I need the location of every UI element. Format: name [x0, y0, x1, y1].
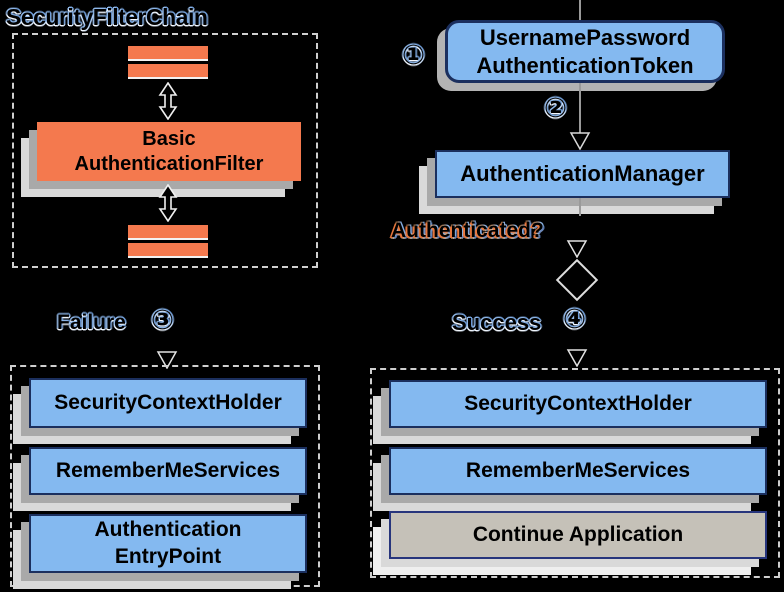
- flow-line: [579, 83, 581, 133]
- security-context-holder-node: SecurityContextHolder: [389, 380, 767, 428]
- security-context-holder-node: SecurityContextHolder: [29, 378, 307, 428]
- remember-me-services-label: RememberMeServices: [55, 458, 281, 482]
- failure-branch-box: [10, 365, 320, 587]
- filter-bar-icon: [128, 225, 208, 240]
- decision-diamond: [555, 258, 599, 302]
- security-filter-chain-box: [12, 33, 318, 268]
- remember-me-services-label: RememberMeServices: [465, 458, 691, 482]
- arrowhead-down-icon: [569, 132, 591, 150]
- remember-me-services-node: RememberMeServices: [29, 447, 307, 495]
- arrowhead-down-icon: [566, 240, 588, 258]
- authentication-entry-point-label-line2: EntryPoint: [114, 544, 222, 568]
- continue-application-label: Continue Application: [472, 522, 684, 546]
- step-1-badge: ①: [402, 40, 425, 71]
- arrowhead-down-icon: [156, 351, 178, 369]
- continue-application-node: Continue Application: [389, 511, 767, 559]
- authentication-entry-point-node: Authentication EntryPoint: [29, 514, 307, 573]
- filter-bar-icon: [128, 243, 208, 258]
- security-filter-chain-title: SecurityFilterChain: [6, 4, 208, 30]
- authentication-manager-label: AuthenticationManager: [460, 161, 705, 187]
- success-branch-box: [370, 368, 780, 578]
- double-arrow-icon: [158, 184, 178, 222]
- token-label-line1: UsernamePassword: [479, 25, 691, 50]
- filter-bar-icon: [128, 46, 208, 61]
- basic-authentication-filter-label-line1: Basic: [142, 127, 196, 150]
- step-3-badge: ③: [151, 305, 174, 336]
- username-password-authentication-token-node: UsernamePassword AuthenticationToken: [445, 20, 725, 83]
- token-label-line2: AuthenticationToken: [476, 52, 694, 78]
- security-context-holder-label: SecurityContextHolder: [54, 390, 282, 414]
- failure-label: Failure: [57, 311, 126, 334]
- arrowhead-down-icon: [566, 349, 588, 367]
- remember-me-services-node: RememberMeServices: [389, 447, 767, 495]
- success-label: Success: [452, 310, 542, 335]
- flow-line: [579, 198, 581, 216]
- authentication-manager-node: AuthenticationManager: [435, 150, 730, 198]
- step-2-badge: ②: [544, 93, 567, 124]
- security-context-holder-label: SecurityContextHolder: [464, 391, 692, 415]
- authenticated-question-label: Authenticated?: [391, 219, 544, 242]
- basic-authentication-filter-label-line2: AuthenticationFilter: [74, 152, 264, 175]
- authentication-entry-point-label-line1: Authentication: [94, 518, 242, 542]
- flow-line: [579, 0, 581, 20]
- step-4-badge: ④: [563, 304, 586, 335]
- double-arrow-icon: [158, 82, 178, 120]
- filter-bar-icon: [128, 64, 208, 79]
- basic-authentication-filter-node: Basic AuthenticationFilter: [37, 122, 301, 181]
